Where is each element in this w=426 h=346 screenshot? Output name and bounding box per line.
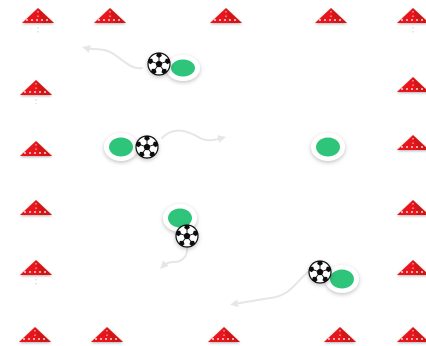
cone bbox=[20, 141, 52, 156]
marker-disc bbox=[104, 133, 138, 161]
cone bbox=[397, 260, 426, 275]
dribble-path-arrow bbox=[162, 131, 222, 141]
soccer-ball bbox=[136, 136, 159, 158]
cone bbox=[397, 8, 426, 23]
marker-disc bbox=[311, 133, 345, 161]
cone bbox=[397, 200, 426, 215]
dribble-paths bbox=[86, 48, 308, 304]
cone bbox=[20, 80, 52, 95]
dribble-path-arrow bbox=[163, 248, 187, 266]
cone bbox=[20, 260, 52, 275]
dribble-path-arrow bbox=[86, 48, 142, 68]
cone bbox=[20, 200, 52, 215]
cone bbox=[94, 8, 126, 23]
marker-disc bbox=[166, 55, 200, 81]
dribble-path-arrow bbox=[234, 272, 308, 304]
cone bbox=[91, 327, 123, 342]
soccer-ball bbox=[309, 261, 332, 283]
cone bbox=[397, 135, 426, 150]
cone bbox=[22, 8, 54, 23]
balls bbox=[136, 53, 332, 283]
cone bbox=[324, 327, 356, 342]
soccer-ball bbox=[176, 225, 199, 247]
cone bbox=[397, 327, 426, 342]
cone bbox=[208, 327, 240, 342]
cone bbox=[397, 77, 426, 92]
cone bbox=[19, 327, 51, 342]
cones bbox=[19, 8, 426, 342]
soccer-ball bbox=[148, 53, 171, 75]
cone bbox=[210, 8, 242, 23]
markers bbox=[104, 55, 359, 293]
cone bbox=[315, 8, 347, 23]
